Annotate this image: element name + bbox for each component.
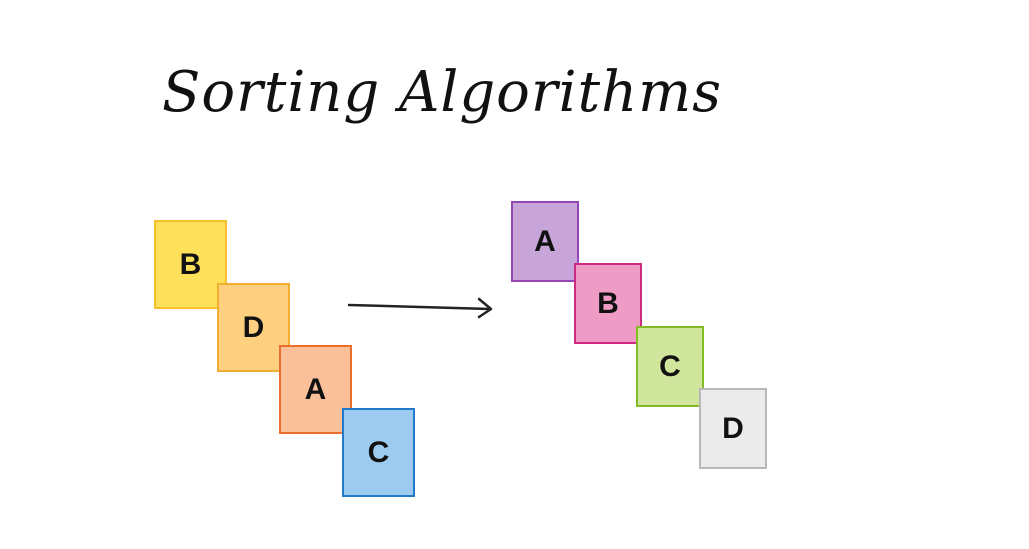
arrow-shaft <box>347 303 492 311</box>
sort-arrow-icon <box>347 297 493 319</box>
unsorted-card: A <box>279 345 352 434</box>
sorted-card: B <box>574 263 642 344</box>
unsorted-card: B <box>154 220 227 309</box>
arrow-head <box>477 297 493 319</box>
unsorted-card: C <box>342 408 415 497</box>
sorted-card: D <box>699 388 767 469</box>
sorted-card: C <box>636 326 704 407</box>
unsorted-card: D <box>217 283 290 372</box>
diagram-title: Sorting Algorithms <box>162 60 722 125</box>
sorted-card: A <box>511 201 579 282</box>
